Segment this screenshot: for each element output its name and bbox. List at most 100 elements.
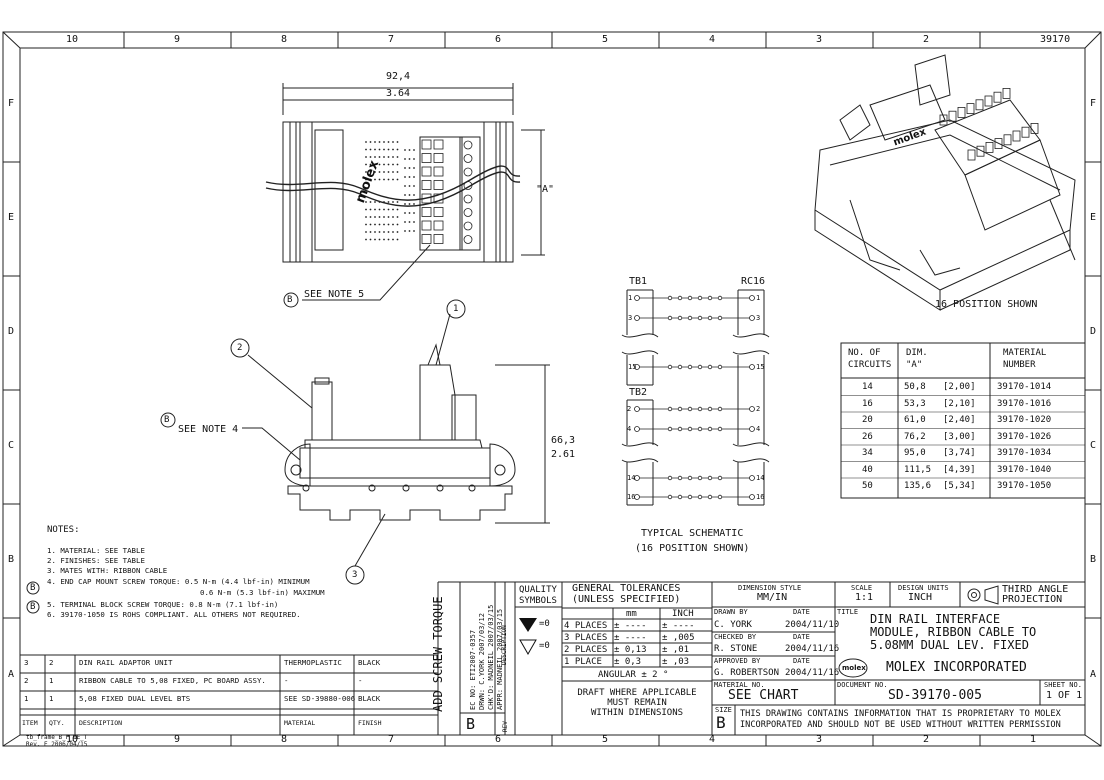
zone-row-left-3: C — [8, 440, 15, 451]
title-label: TITLE — [837, 608, 859, 616]
circuit-count: 20 — [862, 415, 873, 425]
quality-symbol-2: =0 — [539, 641, 550, 651]
note-item-0: 1. MATERIAL: SEE TABLE — [47, 546, 145, 555]
zone-col-top-5: 5 — [602, 34, 609, 45]
note-item-5: 5. TERMINAL BLOCK SCREW TORQUE: 0.8 N-m … — [47, 600, 279, 609]
bom-cell: DIN RAIL ADAPTOR UNIT — [79, 658, 173, 667]
scale-value: 1:1 — [855, 592, 874, 603]
dim-a-mm: 76,2 — [904, 431, 926, 442]
zone-row-right-3: C — [1090, 440, 1097, 451]
template-name: tb_frame_B_P_ME_T — [26, 734, 88, 741]
dim-a-in: [5,34] — [943, 481, 976, 491]
tolerance-places: 2 PLACES — [564, 645, 608, 655]
revision-rev-value: B — [466, 715, 476, 733]
dim-a-in: [2,10] — [943, 398, 976, 409]
bom-cell: 5,08 FIXED DUAL LEVEL BTS — [79, 694, 191, 703]
material-number: 39170-1014 — [997, 382, 1052, 392]
revision-title: ADD SCREW TORQUE — [431, 596, 445, 712]
zone-row-right-0: F — [1090, 98, 1097, 109]
sheet-value: 1 OF 1 — [1046, 690, 1083, 701]
template-rev: Rev. E 2006/04/15 — [26, 741, 88, 748]
company-name: MOLEX INCORPORATED — [886, 660, 1027, 675]
tolerance-mm: ± ---- — [614, 621, 647, 631]
scale-label: SCALE — [851, 584, 873, 592]
iso-caption: 16 POSITION SHOWN — [935, 299, 1038, 310]
dimension-style-label: DIMENSION STYLE — [738, 584, 802, 592]
schematic-tb1-label: TB1 — [629, 276, 648, 287]
bom-cell: RIBBON CABLE TO 5,08 FIXED, PC BOARD ASS… — [79, 676, 266, 685]
drawn-date-label: DATE — [793, 608, 810, 616]
balloon-2: 2 — [237, 343, 243, 353]
note-item-6: 6. 39170-1050 IS ROHS COMPLIANT. ALL OTH… — [47, 610, 301, 619]
dim-a-in: [2,00] — [943, 382, 976, 392]
side-view-height-in: 2.61 — [551, 449, 576, 460]
zone-row-right-1: E — [1090, 212, 1097, 223]
dim-a-mm: 53,3 — [904, 398, 926, 409]
general-tolerances-sub: (UNLESS SPECIFIED) — [572, 594, 681, 605]
bom-cell: 2 — [24, 676, 29, 685]
top-view-dim-a: "A" — [536, 184, 555, 195]
note-item-2: 3. MATES WITH: RIBBON CABLE — [47, 566, 168, 575]
bom-header-0: ITEM — [22, 719, 38, 727]
angular-tolerance: ANGULAR ± 2 ° — [598, 670, 669, 680]
drawn-by-label: DRAWN BY — [714, 608, 748, 616]
design-units-label: DESIGN UNITS — [898, 584, 949, 592]
schematic-rc2-pin-3: 16 — [756, 493, 765, 501]
schematic-tb2-pin-0: 2 — [627, 405, 632, 413]
tolerance-inch: ± ,005 — [662, 633, 695, 643]
zone-col-bottom-9: 1 — [1030, 734, 1037, 745]
material-number: 39170-1050 — [997, 481, 1052, 491]
circuit-count: 50 — [862, 481, 873, 491]
schematic-tb1-pin-2: 15 — [628, 363, 637, 371]
dim-a-in: [3,00] — [943, 431, 976, 442]
checked-date-label: DATE — [793, 633, 810, 641]
top-view-note-callout: SEE NOTE 5 — [304, 289, 365, 300]
note-item-4: 0.6 N-m (5.3 lbf-in) MAXIMUM — [200, 588, 325, 597]
dim-a-mm: 95,0 — [904, 448, 926, 458]
revision-description-label: DESCRIPTION — [501, 625, 508, 665]
zone-row-left-0: F — [8, 98, 15, 109]
bom-header-2: DESCRIPTION — [79, 719, 123, 727]
note-item-1: 2. FINISHES: SEE TABLE — [47, 556, 145, 565]
top-view-width-mm: 92,4 — [386, 71, 411, 82]
document-no-value: SD-39170-005 — [888, 688, 982, 703]
zone-col-top-4: 6 — [495, 34, 502, 45]
schematic-rc16-label: RC16 — [741, 276, 766, 287]
dim-a-mm: 111,5 — [904, 464, 932, 475]
bom-header-1: QTY. — [49, 719, 65, 727]
schematic-tb2-pin-2: 14 — [627, 474, 636, 482]
dim-a-mm: 50,8 — [904, 382, 926, 392]
bom-cell: 3 — [24, 658, 29, 667]
bom-cell: 2 — [49, 658, 54, 667]
dim-a-in: [4,39] — [943, 464, 976, 475]
zone-col-top-6: 4 — [709, 34, 716, 45]
dim-a-in: [3,74] — [943, 448, 976, 458]
schematic-tb2-pin-3: 16 — [627, 493, 636, 501]
material-number: 39170-1040 — [997, 464, 1052, 475]
schematic-tb1-pin-1: 3 — [628, 314, 633, 322]
sheet-label: SHEET NO. — [1044, 681, 1082, 689]
quality-symbol-1: =0 — [539, 619, 550, 629]
zone-row-left-2: D — [8, 326, 15, 337]
schematic-tb2-pin-1: 4 — [627, 425, 632, 433]
bom-cell: THERMOPLASTIC — [284, 658, 342, 667]
schematic-rc2-pin-0: 2 — [756, 405, 761, 413]
note-flag-5: B — [30, 602, 36, 612]
draft-note: DRAFT WHERE APPLICABLE MUST REMAIN WITHI… — [577, 688, 697, 718]
bom-cell: - — [358, 676, 363, 685]
approved-by: G. ROBERTSON — [714, 668, 780, 678]
schematic-rc-pin-2: 15 — [756, 363, 765, 371]
quality-symbols-label: QUALITY SYMBOLS — [519, 585, 557, 606]
balloon-3: 3 — [352, 570, 358, 580]
approved-date-label: DATE — [793, 657, 810, 665]
size-value: B — [716, 713, 726, 732]
zone-col-top-2: 8 — [281, 34, 288, 45]
note-flag-4: B — [30, 583, 36, 593]
tolerance-mm: ± 0,3 — [614, 657, 642, 667]
schematic-rc2-pin-2: 14 — [756, 474, 765, 482]
circuit-count: 16 — [862, 398, 873, 409]
zone-col-top-8: 2 — [923, 34, 930, 45]
revision-rev-label: REV — [502, 721, 509, 732]
zone-col-bottom-4: 6 — [495, 734, 502, 745]
note-item-3: 4. END CAP MOUNT SCREW TORQUE: 0.5 N-m (… — [47, 577, 310, 586]
